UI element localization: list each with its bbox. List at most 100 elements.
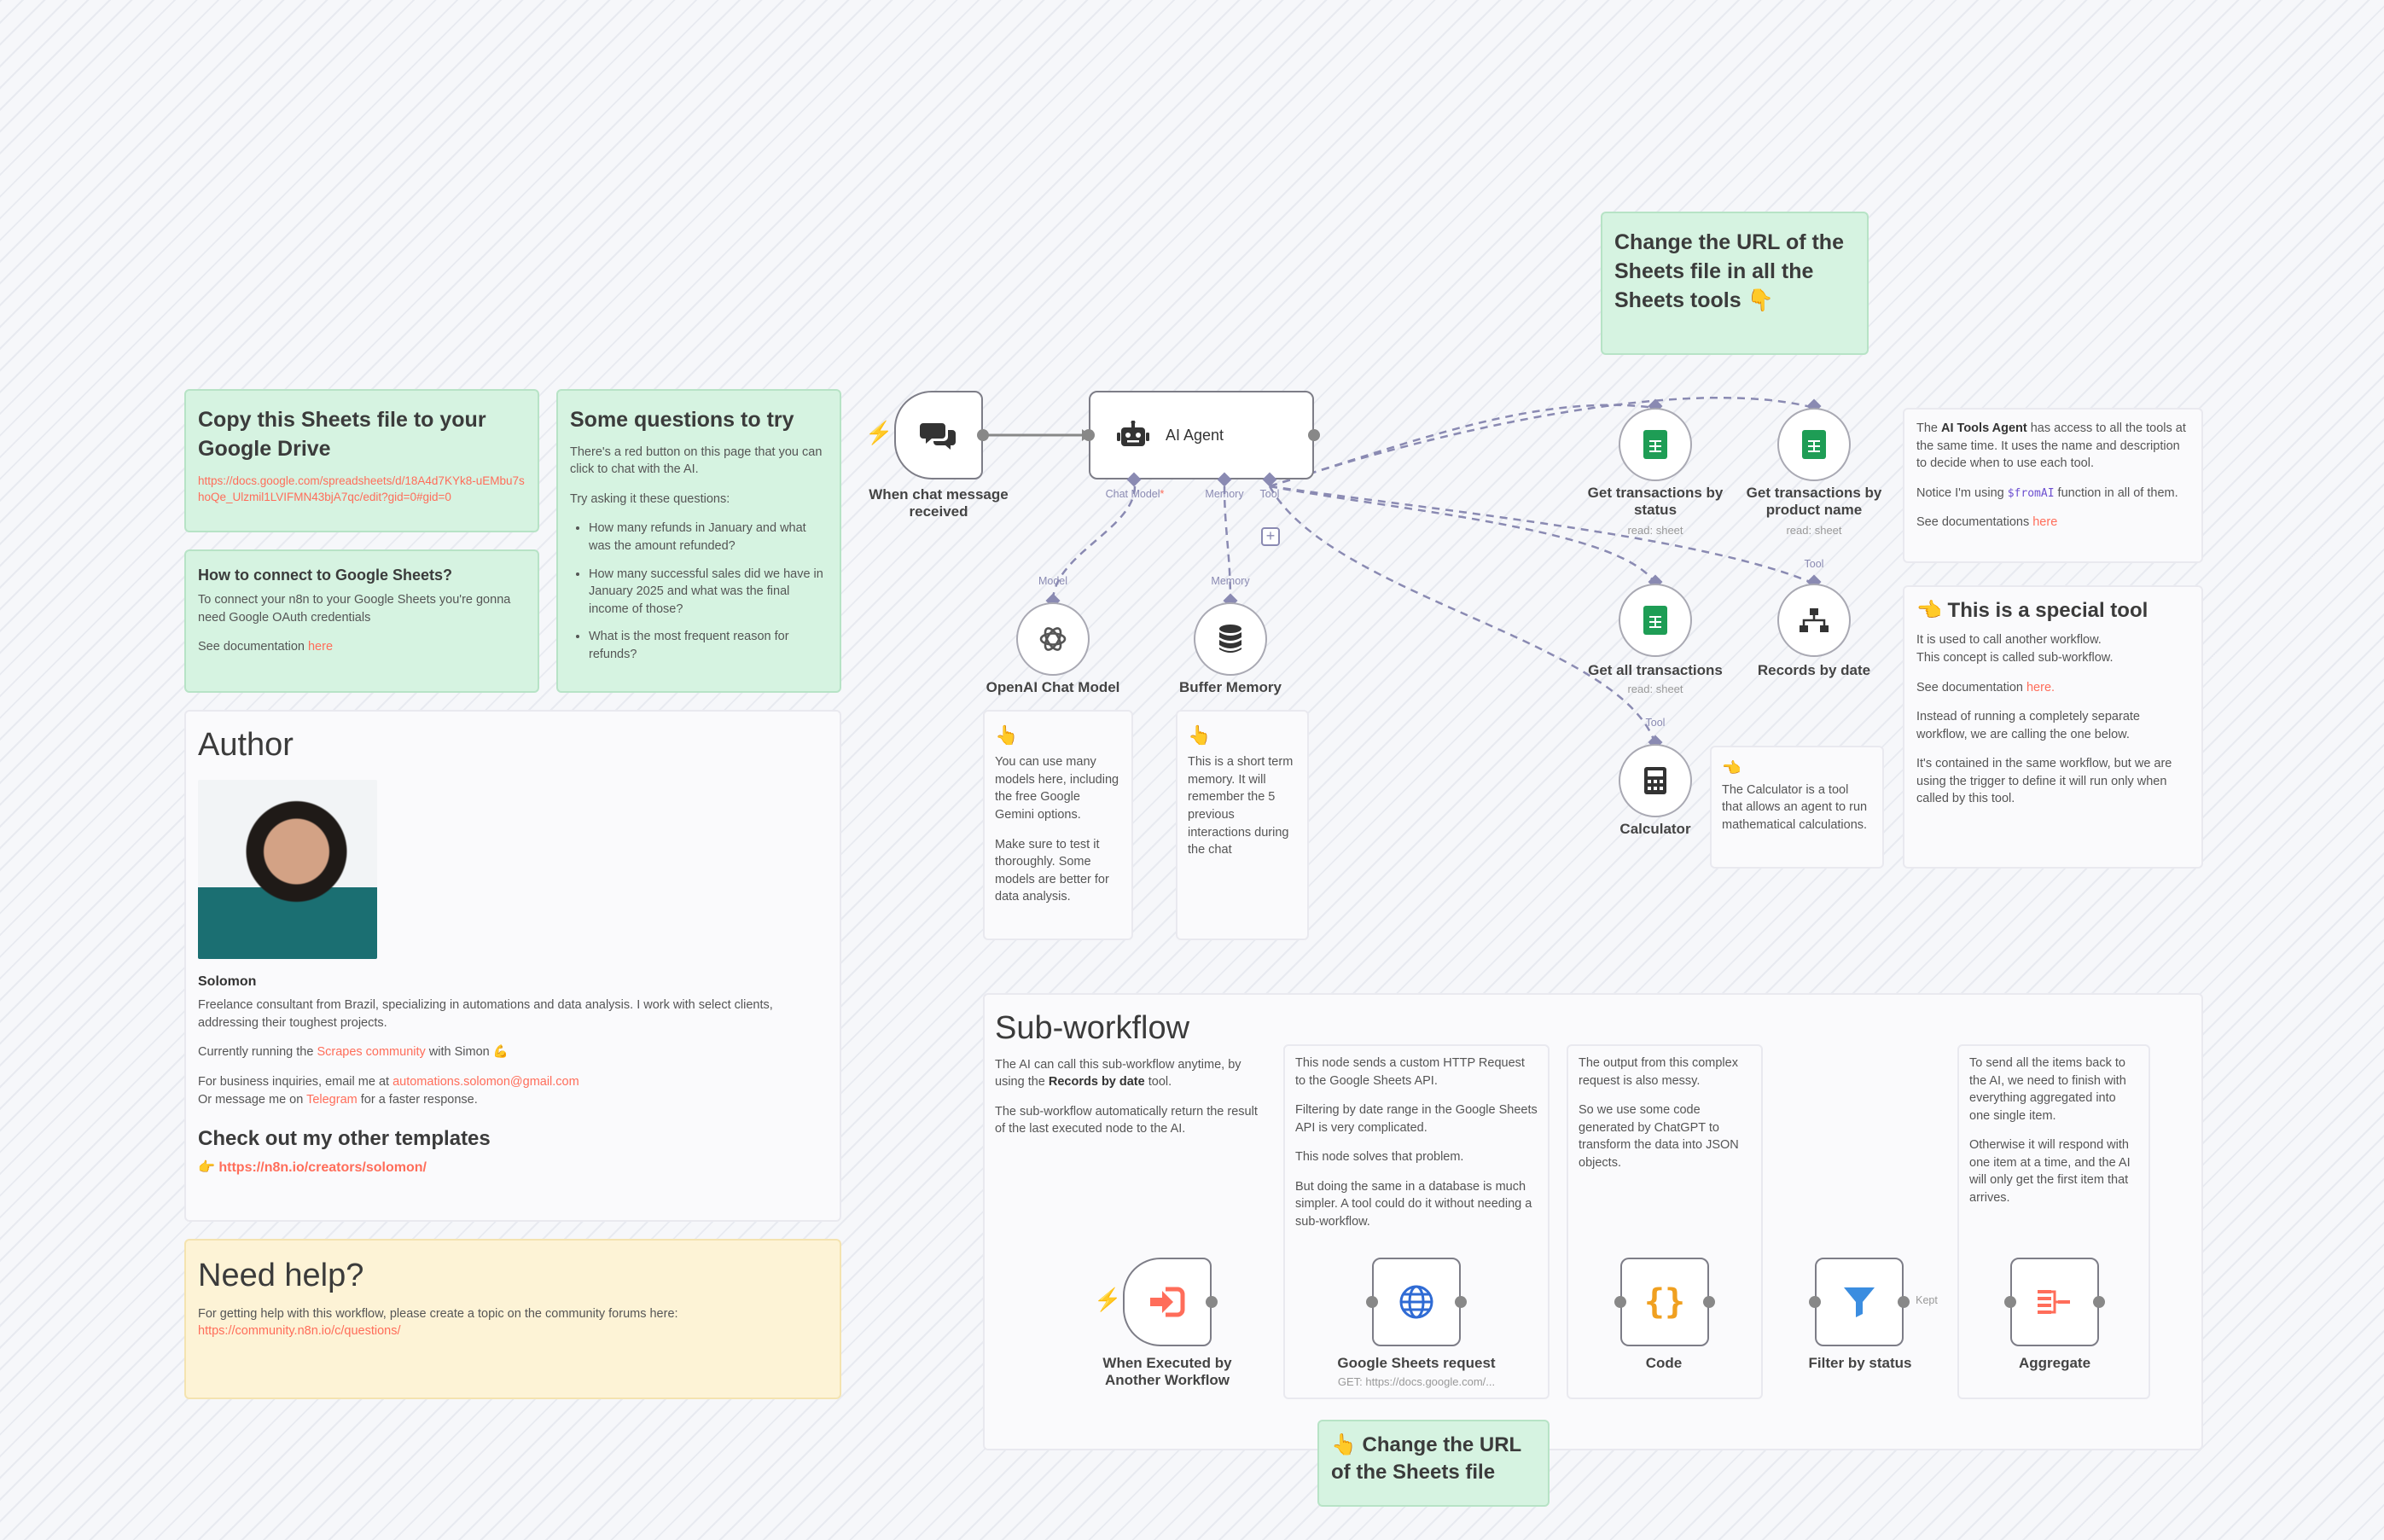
pointing-left-emoji: 👈 [1722, 759, 1741, 776]
output-port[interactable] [1898, 1296, 1910, 1308]
sitemap-icon [1800, 608, 1829, 632]
biz-pre: For business inquiries, email me at [198, 1074, 393, 1089]
templates-link[interactable]: 👉 https://n8n.io/creators/solomon/ [198, 1159, 427, 1175]
memory-port-label: Memory [1211, 575, 1250, 587]
output-port[interactable] [2093, 1296, 2105, 1308]
required-mark: * [1160, 488, 1165, 500]
tools-agent-p2: Notice I'm using $fromAI function in all… [1916, 485, 2189, 503]
note-title: Copy this Sheets file to your Google Dri… [198, 408, 486, 461]
p1-post: has access to all the tools at the same … [1916, 421, 2186, 471]
input-port[interactable] [1614, 1296, 1626, 1308]
output-port[interactable] [1703, 1296, 1715, 1308]
see-text: See documentation [1916, 680, 2026, 694]
node-label: When Executed by Another Workflow [1102, 1355, 1232, 1389]
aggregate-p1: To send all the items back to the AI, we… [1969, 1056, 2126, 1123]
get-transactions-by-status-node[interactable] [1619, 408, 1692, 481]
output-port[interactable] [1308, 429, 1320, 441]
openai-chat-model-node[interactable] [1016, 602, 1090, 676]
node-label: Get all transactions [1588, 662, 1723, 678]
running-post: with Simon 💪 [425, 1045, 509, 1060]
filter-by-status-node[interactable] [1815, 1258, 1904, 1346]
note-title: 👆 Change the URL of the Sheets file [1331, 1433, 1521, 1485]
note-models: 👆 You can use many models here, includin… [983, 710, 1133, 940]
output-port[interactable] [1206, 1296, 1218, 1308]
trigger-bolt-icon: ⚡ [1094, 1287, 1122, 1312]
note-title: How to connect to Google Sheets? [198, 567, 453, 584]
special-tool-title: 👈 This is a special tool [1916, 599, 2149, 622]
subworkflow-p1: The AI can call this sub-workflow anytim… [995, 1056, 1268, 1091]
output-port[interactable] [1455, 1296, 1467, 1308]
edge-tool-status [1269, 404, 1656, 488]
note-need-help: Need help? For getting help with this wo… [184, 1239, 841, 1399]
help-text: For getting help with this workflow, ple… [198, 1305, 828, 1340]
community-link[interactable]: https://community.n8n.io/c/questions/ [198, 1324, 401, 1339]
chat-trigger-node[interactable] [894, 391, 983, 479]
p1-bold: Records by date [1048, 1075, 1145, 1090]
ai-agent-node[interactable]: AI Agent [1089, 391, 1314, 479]
node-label: Filter by status [1808, 1355, 1912, 1371]
author-bio: Freelance consultant from Brazil, specia… [198, 998, 773, 1030]
sheets-file-link[interactable]: https://docs.google.com/spreadsheets/d/1… [198, 474, 525, 503]
telegram-link[interactable]: Telegram [306, 1092, 358, 1107]
models-p2: Make sure to test it thoroughly. Some mo… [995, 837, 1109, 904]
google-sheets-icon [1643, 606, 1667, 635]
aggregate-icon [2038, 1290, 2070, 1314]
tool-port-label: Tool [1804, 558, 1824, 570]
http-p1: This node sends a custom HTTP Request to… [1295, 1056, 1525, 1088]
question-item: How many successful sales did we have in… [589, 566, 828, 619]
trigger-bolt-icon: ⚡ [865, 420, 893, 445]
http-p2: Filtering by date range in the Google Sh… [1295, 1103, 1538, 1135]
calculator-p1: The Calculator is a tool that allows an … [1722, 782, 1868, 832]
pointing-up-emoji: 👆 [995, 724, 1019, 746]
special-tool-p2: Instead of running a completely separate… [1916, 710, 2140, 741]
email-link[interactable]: automations.solomon@gmail.com [392, 1074, 579, 1089]
calculator-node[interactable] [1619, 744, 1692, 817]
add-tool-button[interactable]: + [1261, 527, 1280, 546]
node-subtitle: read: sheet [1627, 524, 1683, 537]
note-title: Change the URL of the Sheets file in all… [1614, 230, 1844, 312]
question-item: What is the most frequent reason for ref… [589, 628, 828, 663]
p2-post: function in all of them. [2054, 485, 2178, 500]
tools-agent-see: See documentations here [1916, 514, 2189, 532]
google-sheets-icon [1802, 430, 1826, 459]
note-copy-sheets: Copy this Sheets file to your Google Dri… [184, 389, 539, 532]
models-p1: You can use many models here, including … [995, 755, 1119, 822]
author-avatar [198, 779, 377, 959]
scrapes-community-link[interactable]: Scrapes community [317, 1045, 426, 1060]
memory-p1: This is a short term memory. It will rem… [1188, 755, 1294, 857]
note-connect-sheets: How to connect to Google Sheets? To conn… [184, 549, 539, 693]
buffer-memory-node[interactable] [1194, 602, 1267, 676]
aggregate-node[interactable] [2010, 1258, 2099, 1346]
node-subtitle: GET: https://docs.google.com/... [1337, 1375, 1496, 1388]
execute-workflow-trigger-node[interactable] [1123, 1258, 1212, 1346]
docs-link[interactable]: here [2032, 515, 2058, 530]
node-subtitle: read: sheet [1786, 524, 1842, 537]
note-title: Some questions to try [570, 408, 794, 432]
questions-intro: There's a red button on this page that y… [570, 445, 823, 477]
see-text: See documentations [1916, 515, 2033, 530]
note-memory: 👆 This is a short term memory. It will r… [1176, 710, 1309, 940]
docs-link[interactable]: here [307, 640, 334, 654]
filter-icon [1844, 1287, 1875, 1317]
running-pre: Currently running the [198, 1045, 317, 1060]
node-label: Buffer Memory [1179, 679, 1282, 695]
google-sheets-request-node[interactable] [1372, 1258, 1461, 1346]
tools-agent-p1: The AI Tools Agent has access to all the… [1916, 420, 2189, 473]
input-port[interactable] [2004, 1296, 2016, 1308]
records-by-date-node[interactable] [1777, 584, 1851, 657]
node-label: Google Sheets request [1337, 1355, 1496, 1371]
output-port[interactable] [977, 429, 989, 441]
subworkflow-p2: The sub-workflow automatically return th… [995, 1104, 1258, 1136]
input-port[interactable] [1809, 1296, 1821, 1308]
get-all-transactions-node[interactable] [1619, 584, 1692, 657]
input-port[interactable] [1083, 429, 1095, 441]
msg-pre: Or message me on [198, 1092, 307, 1107]
code-node[interactable]: {} [1620, 1258, 1709, 1346]
get-transactions-by-product-node[interactable] [1777, 408, 1851, 481]
input-port[interactable] [1366, 1296, 1378, 1308]
node-label: OpenAI Chat Model [986, 679, 1120, 695]
braces-icon: {} [1643, 1282, 1686, 1322]
docs-link[interactable]: here. [2026, 680, 2055, 694]
edge-tool-records [1269, 485, 1815, 585]
questions-list: How many refunds in January and what was… [589, 520, 828, 663]
